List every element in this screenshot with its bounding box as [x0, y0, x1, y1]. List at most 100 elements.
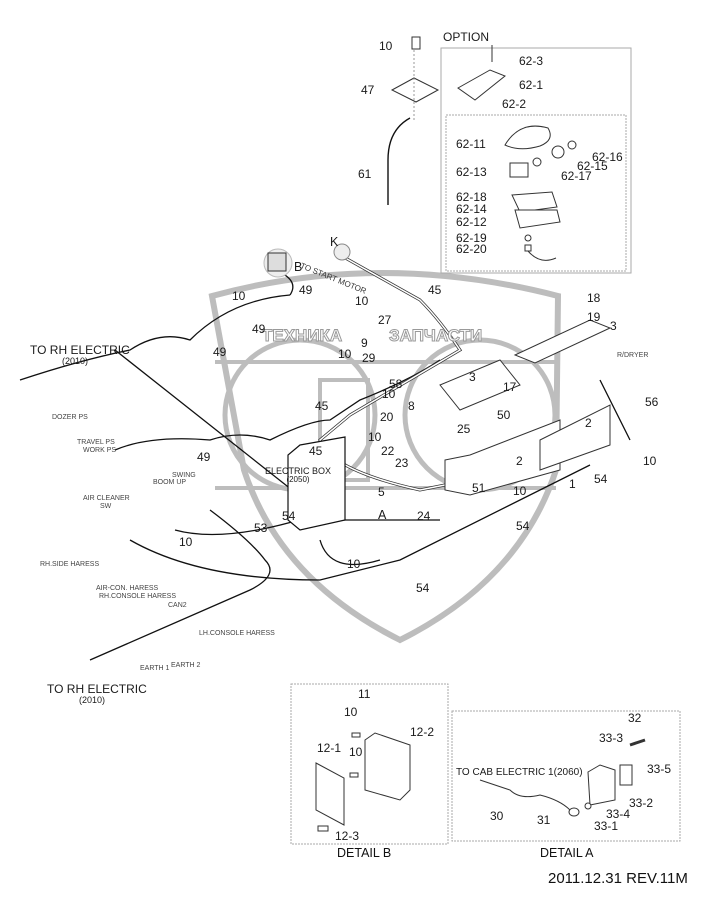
part-45-b[interactable]: 45 — [315, 399, 329, 413]
part-62-11[interactable]: 62-11 — [456, 137, 486, 151]
detail-b-part-12-1[interactable]: 12-1 — [317, 741, 342, 755]
detail-b-part-12-3[interactable]: 12-3 — [335, 829, 360, 843]
part-56[interactable]: 56 — [645, 395, 659, 409]
part-50[interactable]: 50 — [497, 408, 511, 422]
callout-a[interactable]: A — [378, 508, 387, 522]
part-61[interactable]: 61 — [358, 167, 372, 181]
part-3-b[interactable]: 3 — [610, 319, 617, 333]
part-62-18[interactable]: 62-18 — [456, 190, 487, 204]
revision-stamp: 2011.12.31 REV.11M — [548, 870, 688, 887]
detail-a-part-30[interactable]: 30 — [490, 809, 504, 823]
detail-b-part-10-b[interactable]: 10 — [349, 745, 363, 759]
part-10-d[interactable]: 10 — [382, 387, 396, 401]
part-62-13[interactable]: 62-13 — [456, 165, 487, 179]
part-5[interactable]: 5 — [378, 485, 385, 499]
part-10-f[interactable]: 10 — [513, 484, 527, 498]
part-45-a[interactable]: 45 — [428, 283, 442, 297]
part-10-c[interactable]: 10 — [338, 347, 352, 361]
part-54-d[interactable]: 54 — [416, 581, 430, 595]
electric-box-code: (2050) — [286, 475, 310, 484]
part-2-b[interactable]: 2 — [585, 416, 592, 430]
battery-drawing — [439, 319, 612, 496]
part-62-3[interactable]: 62-3 — [519, 54, 544, 68]
part-10-a[interactable]: 10 — [232, 289, 246, 303]
part-17[interactable]: 17 — [503, 380, 517, 394]
part-10-g[interactable]: 10 — [643, 454, 657, 468]
part-58[interactable]: 58 — [389, 377, 403, 391]
part-8[interactable]: 8 — [408, 399, 415, 413]
part-10-top[interactable]: 10 — [379, 39, 393, 53]
air-cleaner-sw-label: SW — [100, 503, 112, 510]
part-29[interactable]: 29 — [362, 351, 376, 365]
part-54-c[interactable]: 54 — [282, 509, 296, 523]
detail-a-title: DETAIL A — [540, 846, 594, 860]
part-62-19[interactable]: 62-19 — [456, 231, 487, 245]
part-2-a[interactable]: 2 — [516, 454, 523, 468]
part-54-a[interactable]: 54 — [594, 472, 608, 486]
dozer-ps-label: DOZER PS — [52, 414, 88, 421]
part-22[interactable]: 22 — [381, 444, 395, 458]
watermark-right: ЗАПЧАСТИ — [388, 326, 483, 346]
to-rh-electric-bottom: TO RH ELECTRIC (2010) — [47, 682, 147, 705]
part-19[interactable]: 19 — [587, 310, 601, 324]
to-rh-electric-top-label: TO RH ELECTRIC — [30, 343, 130, 357]
part-10-h[interactable]: 10 — [347, 557, 361, 571]
rh-console-harness-label: RH.CONSOLE HARESS — [99, 593, 177, 600]
part-27[interactable]: 27 — [378, 313, 392, 327]
part-49-c[interactable]: 49 — [213, 345, 227, 359]
part-62-15[interactable]: 62-15 — [577, 159, 608, 173]
detail-b-frame — [290, 683, 449, 845]
part-62-2[interactable]: 62-2 — [502, 97, 527, 111]
detail-a-part-33-2[interactable]: 33-2 — [629, 796, 654, 810]
to-rh-electric-bottom-label: TO RH ELECTRIC — [47, 682, 147, 696]
can2-label: CAN2 — [168, 602, 187, 609]
part-62-1[interactable]: 62-1 — [519, 78, 544, 92]
part-62-17[interactable]: 62-17 — [561, 169, 592, 183]
air-cleaner-label: AIR CLEANER — [83, 495, 130, 502]
part-45-c[interactable]: 45 — [309, 444, 323, 458]
part-18[interactable]: 18 — [587, 291, 601, 305]
detail-a-part-32[interactable]: 32 — [628, 711, 642, 725]
part-62-16[interactable]: 62-16 — [592, 150, 623, 164]
swing-label: SWING — [172, 472, 196, 479]
part-51[interactable]: 51 — [472, 481, 486, 495]
part-9[interactable]: 9 — [361, 336, 368, 350]
part-62-20[interactable]: 62-20 — [456, 242, 487, 256]
detail-b-part-10-a[interactable]: 10 — [344, 705, 358, 719]
part-10-b[interactable]: 10 — [355, 294, 369, 308]
part-23[interactable]: 23 — [395, 456, 409, 470]
part-1[interactable]: 1 — [569, 477, 576, 491]
detail-a-frame — [451, 710, 681, 842]
part-49-d[interactable]: 49 — [197, 450, 211, 464]
option-parts-drawing — [457, 45, 577, 261]
part-3-a[interactable]: 3 — [469, 370, 476, 384]
option-inner-frame — [445, 114, 627, 272]
electric-box-shape — [287, 436, 346, 531]
part-10-e[interactable]: 10 — [368, 430, 382, 444]
part-49-a[interactable]: 49 — [299, 283, 313, 297]
detail-b-part-11[interactable]: 11 — [358, 687, 371, 701]
callout-k-circle — [333, 243, 351, 261]
detail-a-part-33-1[interactable]: 33-1 — [594, 819, 619, 833]
callout-k[interactable]: K — [330, 235, 339, 249]
part-62-14[interactable]: 62-14 — [456, 202, 487, 216]
r-dryer-label: R/DRYER — [617, 352, 649, 359]
detail-a-part-31[interactable]: 31 — [537, 813, 551, 827]
detail-a-part-33-4[interactable]: 33-4 — [606, 807, 631, 821]
detail-a-part-33-5[interactable]: 33-5 — [647, 762, 672, 776]
part-47[interactable]: 47 — [361, 83, 375, 97]
part-53[interactable]: 53 — [254, 521, 268, 535]
part-49-b[interactable]: 49 — [252, 322, 266, 336]
detail-a-part-33-3[interactable]: 33-3 — [599, 731, 624, 745]
detail-b-part-12-2[interactable]: 12-2 — [410, 725, 435, 739]
part-25[interactable]: 25 — [457, 422, 471, 436]
part-20[interactable]: 20 — [380, 410, 394, 424]
callout-b[interactable]: B — [294, 260, 303, 274]
earth1-label: EARTH 1 — [140, 665, 170, 672]
part-54-b[interactable]: 54 — [516, 519, 530, 533]
part-62-12[interactable]: 62-12 — [456, 215, 487, 229]
part-24[interactable]: 24 — [417, 509, 431, 523]
part-10-i[interactable]: 10 — [179, 535, 193, 549]
to-rh-electric-top-code: (2010) — [61, 356, 88, 366]
